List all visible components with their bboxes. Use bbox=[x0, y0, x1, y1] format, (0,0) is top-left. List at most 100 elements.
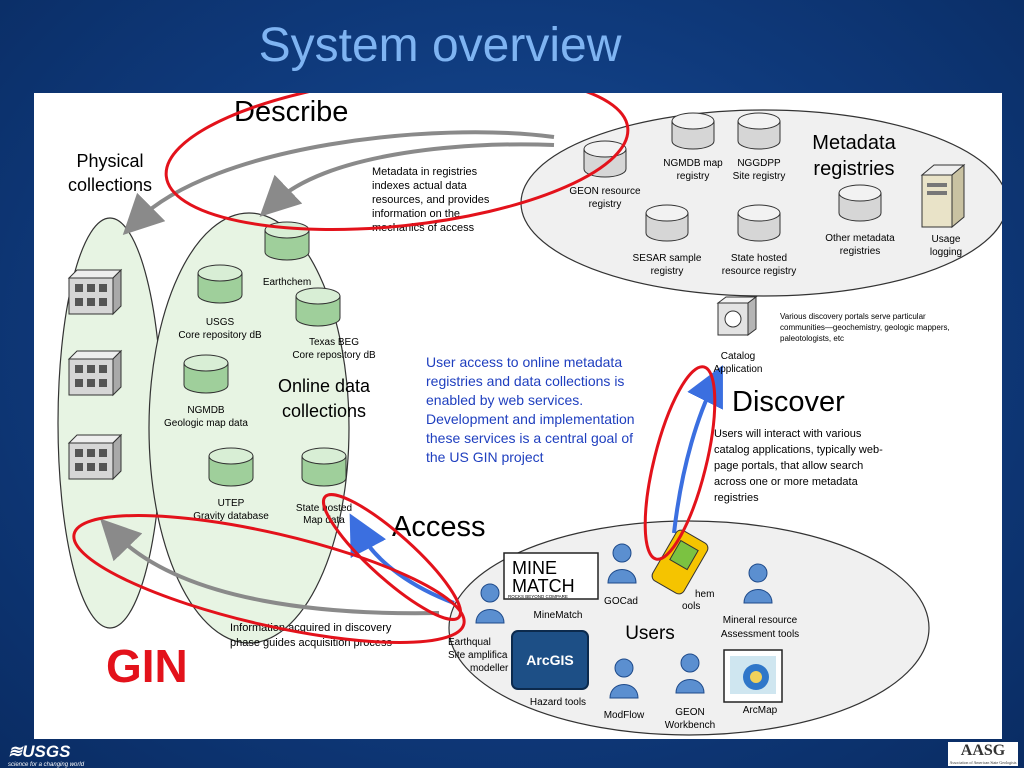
mineral-label-line2: Assessment tools bbox=[721, 629, 799, 640]
section-discover: Discover bbox=[732, 386, 845, 418]
aasg-tagline: Association of American State Geologists bbox=[949, 760, 1017, 765]
usgs-tagline: science for a changing world bbox=[8, 762, 85, 768]
svg-text:registries and data collection: registries and data collections is bbox=[426, 373, 624, 389]
ngmdb-registry-line1: NGMDB map bbox=[663, 158, 723, 169]
other-registries-line1: Other metadata bbox=[825, 233, 895, 244]
online-title-line1: Online data bbox=[278, 376, 371, 396]
usgs-logo: ≋USGS science for a changing world bbox=[8, 742, 85, 768]
nggdpp-registry-line2: Site registry bbox=[733, 171, 786, 182]
modflow-label: ModFlow bbox=[604, 710, 645, 721]
online-title-line2: collections bbox=[282, 401, 366, 421]
catalog-label-line1: Catalog bbox=[721, 351, 755, 362]
arcgis-logo: ArcGIS bbox=[511, 630, 589, 690]
geon-registry-icon bbox=[583, 140, 627, 178]
section-access: Access bbox=[392, 511, 485, 543]
geon-label-line1: GEON bbox=[675, 707, 704, 718]
svg-text:ArcGIS: ArcGIS bbox=[526, 652, 573, 668]
gps-device-icon bbox=[651, 529, 709, 595]
minematch-label: MineMatch bbox=[534, 610, 583, 621]
state-registry-line1: State hosted bbox=[731, 253, 787, 264]
sesar-registry-icon bbox=[645, 204, 689, 242]
server-icon bbox=[920, 163, 966, 229]
usgs-db-icon bbox=[197, 264, 243, 304]
state-map-label-line2: Map data bbox=[303, 515, 345, 526]
svg-text:phase guides acquisition proce: phase guides acquisition process bbox=[230, 637, 393, 649]
users-title: Users bbox=[625, 623, 675, 644]
aasg-logo: AASG Association of American State Geolo… bbox=[948, 742, 1018, 766]
svg-text:paleotologists, etc: paleotologists, etc bbox=[780, 334, 844, 343]
nggdpp-registry-line1: NGGDPP bbox=[737, 158, 781, 169]
arcmap-label: ArcMap bbox=[743, 705, 778, 716]
svg-text:Various discovery portals serv: Various discovery portals serve particul… bbox=[780, 312, 926, 321]
hazard-tools-label: Hazard tools bbox=[530, 697, 586, 708]
registries-title-line1: Metadata bbox=[812, 132, 896, 154]
describe-arrow-online bbox=[259, 142, 555, 217]
ngmdb-label-line1: NGMDB bbox=[187, 405, 225, 416]
building-icon bbox=[68, 269, 122, 315]
ngmdb-registry-icon bbox=[671, 112, 715, 150]
chem-tools-line1: hem bbox=[695, 589, 714, 600]
utep-label-line2: Gravity database bbox=[193, 511, 269, 522]
sesar-registry-line1: SESAR sample bbox=[633, 253, 702, 264]
svg-text:Users will interact with vario: Users will interact with various bbox=[714, 428, 862, 440]
portals-note: Various discovery portals serve particul… bbox=[780, 312, 950, 343]
acquisition-highlight-loop bbox=[72, 513, 466, 645]
other-registries-line2: registries bbox=[840, 246, 881, 257]
utep-label-line1: UTEP bbox=[218, 498, 245, 509]
state-map-db-icon bbox=[301, 447, 347, 487]
texas-beg-label-line2: Core repository dB bbox=[292, 350, 376, 361]
catalog-application-icon bbox=[716, 296, 758, 336]
svg-text:page portals, that allow searc: page portals, that allow search bbox=[714, 460, 863, 472]
gin-label: GIN bbox=[106, 640, 188, 692]
svg-text:communities—geochemistry, geol: communities—geochemistry, geologic mappe… bbox=[780, 323, 950, 332]
diagram-panel: Describe Discover Access GIN Physical co… bbox=[34, 73, 1008, 739]
texas-beg-db-icon bbox=[295, 287, 341, 327]
geon-label-line2: Workbench bbox=[665, 720, 715, 731]
discover-note: Users will interact with various catalog… bbox=[714, 428, 883, 504]
svg-text:MATCH: MATCH bbox=[512, 576, 575, 596]
chem-tools-line2: ools bbox=[682, 601, 700, 612]
usgs-label-line2: Core repository dB bbox=[178, 330, 262, 341]
geon-registry-line2: registry bbox=[589, 199, 622, 210]
usgs-label-line1: USGS bbox=[206, 317, 235, 328]
svg-text:resources, and provides: resources, and provides bbox=[372, 194, 490, 206]
nggdpp-registry-icon bbox=[737, 112, 781, 150]
arcmap-icon bbox=[723, 649, 783, 703]
svg-text:User access to online metadata: User access to online metadata bbox=[426, 354, 622, 370]
svg-text:indexes actual data: indexes actual data bbox=[372, 180, 468, 192]
svg-text:across one or more metadata: across one or more metadata bbox=[714, 476, 859, 488]
mineral-label-line1: Mineral resource bbox=[723, 615, 798, 626]
gocad-label: GOCad bbox=[604, 596, 638, 607]
warehouse-icon bbox=[68, 434, 122, 480]
ngmdb-db-icon bbox=[183, 354, 229, 394]
access-arrow bbox=[349, 513, 455, 605]
earthquake-line1: Earthqual bbox=[448, 637, 491, 648]
usage-logging-line2: logging bbox=[930, 247, 962, 258]
texas-beg-label-line1: Texas BEG bbox=[309, 337, 359, 348]
acquisition-arrow bbox=[100, 518, 440, 616]
utep-db-icon bbox=[208, 447, 254, 487]
earthchem-label: Earthchem bbox=[263, 277, 311, 288]
ngmdb-label-line2: Geologic map data bbox=[164, 418, 248, 429]
access-note: User access to online metadata registrie… bbox=[426, 354, 635, 465]
describe-note: Metadata in registries indexes actual da… bbox=[372, 166, 490, 234]
discover-highlight-loop bbox=[643, 365, 717, 561]
svg-text:information on the: information on the bbox=[372, 208, 460, 220]
usage-logging-line1: Usage bbox=[932, 234, 961, 245]
physical-title-line1: Physical bbox=[76, 151, 143, 171]
access-highlight-loop bbox=[322, 493, 462, 621]
section-describe: Describe bbox=[234, 96, 348, 128]
svg-text:registries: registries bbox=[714, 492, 759, 504]
earthquake-line2: Site amplifica bbox=[448, 650, 508, 661]
system-overview-diagram: Describe Discover Access GIN Physical co… bbox=[57, 73, 1008, 736]
sesar-registry-line2: registry bbox=[651, 266, 684, 277]
physical-title-line2: collections bbox=[68, 175, 152, 195]
svg-text:ROCKS BEYOND COMPARE: ROCKS BEYOND COMPARE bbox=[508, 594, 568, 599]
other-registries-icon bbox=[838, 184, 882, 222]
minematch-logo: MINE MATCH ROCKS BEYOND COMPARE bbox=[503, 552, 599, 600]
geon-registry-line1: GEON resource bbox=[569, 186, 641, 197]
svg-text:MINE: MINE bbox=[512, 558, 557, 578]
earthquake-line3: modeller bbox=[470, 663, 509, 674]
svg-text:these services is a central go: these services is a central goal of bbox=[426, 430, 633, 446]
slide-title: System overview bbox=[258, 19, 622, 72]
